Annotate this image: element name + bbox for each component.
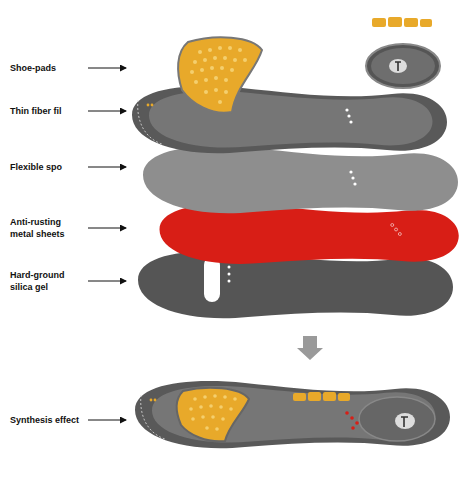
fiber-layer <box>132 86 447 153</box>
part-label: Thin fiber fil <box>10 105 62 117</box>
synthesis-insole <box>135 381 450 448</box>
metal-layer <box>160 203 459 263</box>
shoe-pad <box>178 37 262 112</box>
sponge-layer <box>143 146 458 213</box>
heel-pad <box>366 44 440 88</box>
down-arrow <box>297 336 323 360</box>
part-label: Flexible spo <box>10 161 62 173</box>
part-label: Anti-rusting metal sheets <box>10 216 80 240</box>
part-label: Synthesis effect <box>10 414 79 426</box>
leader-arrows <box>88 68 126 420</box>
arch-bars <box>372 17 432 27</box>
part-label: Shoe-pads <box>10 62 56 74</box>
part-label: Hard-ground silica gel <box>10 269 80 293</box>
